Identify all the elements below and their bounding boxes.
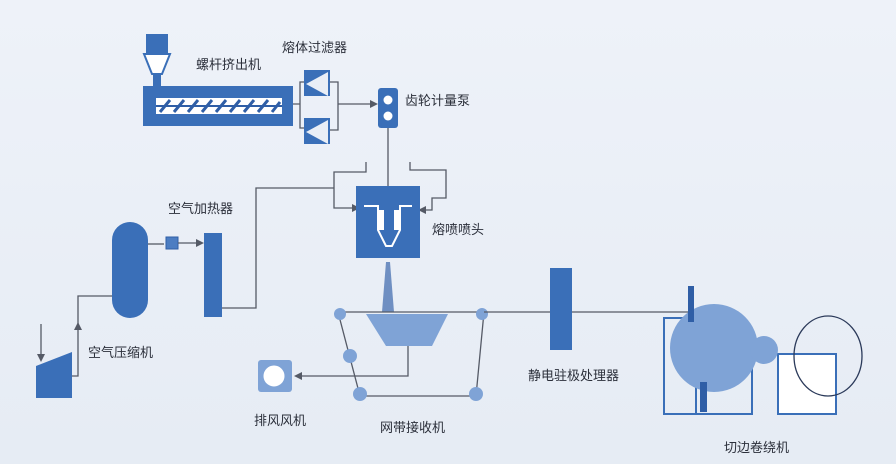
receiver-roller-mid-left [343, 349, 357, 363]
compressor-body [36, 352, 72, 398]
gear-pump-upper-gear [383, 95, 393, 105]
suction-to-fan-arrow [294, 372, 302, 380]
gear-pump-lower-gear [383, 111, 393, 121]
fiber-stream [382, 262, 394, 312]
screw-extruder-label: 螺杆挤出机 [196, 58, 261, 73]
extruder-feed-throat [153, 74, 161, 86]
die-left-slot [378, 210, 384, 230]
belt-receiver [294, 308, 488, 401]
compressor-up-arrow [74, 322, 82, 330]
receiver-roller-bottom-right [469, 387, 483, 401]
exhaust-fan-impeller [260, 362, 288, 390]
exhaust-fan [258, 360, 292, 392]
melt-filter [293, 70, 378, 144]
die-right-air-pipe [409, 162, 447, 211]
air-valve [165, 236, 179, 250]
electret-treater-body [550, 268, 572, 350]
suction-to-fan-pipe [300, 346, 409, 377]
gear-pump-label: 齿轮计量泵 [405, 94, 470, 109]
heater-to-die-pipe [222, 187, 334, 309]
gear-pump-body [378, 88, 398, 128]
extruder-hopper [142, 53, 172, 75]
screw-extruder [142, 34, 293, 126]
air-tank [112, 222, 148, 318]
winding-roll [670, 304, 758, 392]
suction-box [366, 314, 448, 346]
winder-frame-right [777, 353, 837, 415]
melt-filter-label: 熔体过滤器 [282, 41, 347, 56]
valve-to-heater-arrow [196, 239, 204, 247]
receiver-roller-top-right [476, 308, 488, 320]
air-heater [204, 187, 334, 317]
winder-roll-outline [793, 315, 863, 397]
receiver-roller-top-left [334, 308, 346, 320]
slitter-blade [688, 286, 694, 322]
compressor-to-tank-pipe [72, 295, 114, 377]
meltblown-die-label: 熔喷喷头 [432, 223, 484, 238]
air-heater-label: 空气加热器 [168, 201, 233, 217]
belt-receiver-label: 网带接收机 [380, 420, 445, 436]
receiver-roller-bottom-left [353, 387, 367, 401]
filter-lower-cone [306, 120, 328, 144]
die-right-air-arrow [418, 206, 426, 214]
filter-outlet-pipe [330, 81, 370, 131]
slitter-winder-label: 切边卷绕机 [724, 440, 789, 456]
extruder-hopper-top [146, 34, 168, 54]
slitter-winder [663, 286, 863, 415]
die-right-slot [394, 210, 400, 230]
die-left-air-pipe [333, 162, 367, 209]
air-compressor [36, 222, 204, 398]
exhaust-fan-label: 排风风机 [254, 414, 306, 429]
filter-to-pump-arrow [370, 100, 378, 108]
gear-metering-pump [378, 88, 398, 186]
electret-treater-label: 静电驻极处理器 [528, 369, 619, 384]
compressor-inlet-arrow [37, 354, 45, 362]
filter-upper-cone [306, 72, 328, 96]
winder-support [700, 382, 707, 412]
air-heater-body [204, 233, 222, 317]
winder-pressure-roller [750, 336, 778, 364]
die-body [356, 186, 420, 258]
meltblown-die [333, 162, 447, 312]
air-compressor-label: 空气压缩机 [88, 345, 153, 361]
